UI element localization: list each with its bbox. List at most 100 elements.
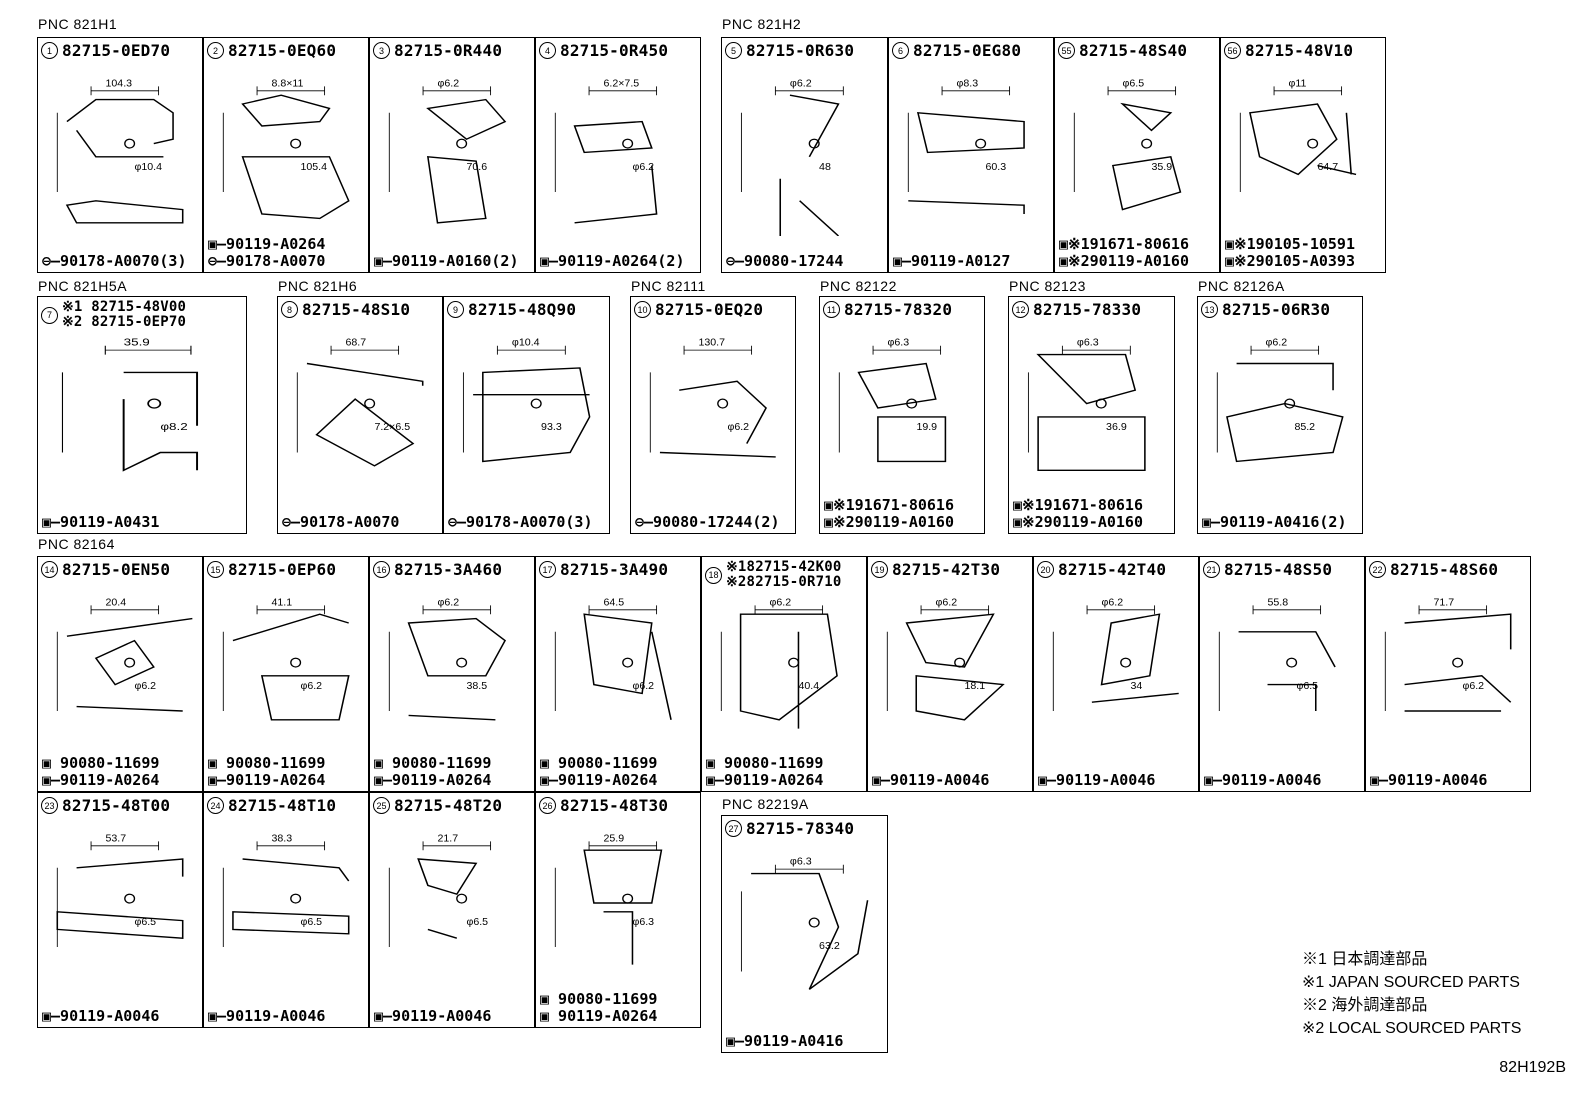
bolt-part-row[interactable]: ▣—90119-A0160(2) bbox=[374, 252, 519, 270]
bolt-part-row[interactable]: ▣※191671-80616 bbox=[1013, 496, 1143, 514]
mount-hole-icon bbox=[124, 138, 136, 149]
bolt-part-row[interactable]: ▣※191671-80616 bbox=[824, 496, 954, 514]
bolt-part-row[interactable]: ▣—90119-A0264 bbox=[208, 771, 326, 789]
bolt-part-row[interactable]: ▣—90119-A0046 bbox=[374, 1007, 492, 1025]
bolt-part-row[interactable]: ▣※191671-80616 bbox=[1059, 235, 1189, 253]
bolt-part-row[interactable]: ▣※190105-10591 bbox=[1225, 235, 1355, 253]
dimension-label: 64.5 bbox=[604, 598, 625, 608]
part-number: 82715-48T00 bbox=[62, 796, 171, 815]
bolt-part-row[interactable]: ▣—90119-A0416(2) bbox=[1202, 513, 1347, 531]
bolt-part-row[interactable]: ▣※290105-A0393 bbox=[1225, 252, 1355, 270]
clip-part-row[interactable]: ⊖—90080-17244(2) bbox=[635, 513, 780, 531]
bolt-part-row[interactable]: ▣—90119-A0046 bbox=[42, 1007, 160, 1025]
bracket-outline bbox=[241, 94, 350, 220]
bracket-drawing: 41.1φ6.2 bbox=[222, 598, 350, 721]
bolt-part-row[interactable]: ▣ 90080-11699 bbox=[208, 754, 326, 772]
callout-number: 10 bbox=[634, 301, 651, 318]
bolt-part-row[interactable]: ▣ 90080-11699 bbox=[540, 754, 658, 772]
dimension-label: 36.9 bbox=[1106, 423, 1127, 434]
bolt-part-row[interactable]: ⊖—90178-A0070 bbox=[208, 252, 326, 270]
bracket-drawing: φ10.493.3 bbox=[462, 338, 591, 463]
bolt-part-row[interactable]: ▣—90119-A0046 bbox=[208, 1007, 326, 1025]
clip-part-row[interactable]: ⊖—90178-A0070(3) bbox=[42, 252, 187, 270]
bolt-part-row[interactable]: ▣ 90080-11699 bbox=[374, 754, 492, 772]
bolt-part-row[interactable]: ▣—90119-A0046 bbox=[1370, 771, 1488, 789]
bolt-part-row[interactable]: ▣—90119-A0264 bbox=[208, 235, 326, 253]
bolt-part-row[interactable]: ▣—90119-A0264(2) bbox=[540, 252, 685, 270]
bracket-outline bbox=[1404, 613, 1512, 712]
bolt-part-row[interactable]: ▣ 90080-11699 bbox=[706, 754, 824, 772]
clip-part-row[interactable]: ⊖—90178-A0070 bbox=[282, 513, 400, 531]
dimension-label: φ6.5 bbox=[1123, 79, 1145, 89]
bracket-drawing: 25.9φ6.3 bbox=[554, 834, 663, 965]
bolt-part-row[interactable]: ▣ 90080-11699 bbox=[540, 990, 658, 1008]
bolt-part-row[interactable]: ▣ 90119-A0264 bbox=[540, 1007, 658, 1025]
bolt-part-row[interactable]: ▣※290119-A0160 bbox=[1059, 252, 1189, 270]
bolt-part-row[interactable]: ▣—90119-A0431 bbox=[42, 513, 160, 531]
bolt-part-row[interactable]: ▣—90119-A0416 bbox=[726, 1032, 844, 1050]
clip-part-row[interactable]: ⊖—90178-A0070(3) bbox=[448, 513, 593, 531]
bolt-part-row[interactable]: ▣—90119-A0264 bbox=[42, 771, 160, 789]
dimension-line bbox=[838, 345, 942, 453]
bolt-part-row[interactable]: ▣※290119-A0160 bbox=[824, 513, 954, 531]
callout-number: 20 bbox=[1037, 561, 1054, 578]
bolt-part-row[interactable]: ▣—90119-A0264 bbox=[540, 771, 658, 789]
clip-part-row[interactable]: ⊖—90080-17244 bbox=[726, 252, 844, 270]
bolt-part-row[interactable]: ▣—90119-A0046 bbox=[872, 771, 990, 789]
bracket-outline bbox=[1226, 362, 1344, 463]
callout-number: 56 bbox=[1224, 42, 1241, 59]
dimension-line bbox=[222, 605, 326, 711]
callout-number: 19 bbox=[871, 561, 888, 578]
part-caption: 7※1 82715-48V00※2 82715-0EP70 bbox=[41, 300, 186, 330]
bolt-part-row[interactable]: ▣—90119-A0046 bbox=[1204, 771, 1322, 789]
bracket-outline bbox=[583, 849, 663, 965]
bolt-part-row[interactable]: ▣※290119-A0160 bbox=[1013, 513, 1143, 531]
dimension-line bbox=[1384, 605, 1488, 711]
dimension-label: 93.3 bbox=[541, 423, 562, 434]
mount-hole-icon bbox=[717, 398, 729, 409]
bolt-part-row[interactable]: ▣—90119-A0127 bbox=[893, 252, 1011, 270]
bolt-part-row[interactable]: ▣—90119-A0264 bbox=[374, 771, 492, 789]
bolt-part-row[interactable]: ▣ 90080-11699 bbox=[42, 754, 160, 772]
group-label: PNC 82126A bbox=[1198, 278, 1285, 294]
bracket-drawing: φ6.240.4 bbox=[720, 598, 838, 729]
bolt-part-row[interactable]: ▣—90119-A0264 bbox=[706, 771, 824, 789]
fastener-list: ⊖—90080-17244 bbox=[726, 253, 843, 270]
fastener-list: ▣ 90080-11699▣—90119-A0264 bbox=[706, 755, 823, 789]
bolt-part-row[interactable]: ▣—90119-A0046 bbox=[1038, 771, 1156, 789]
bracket-outline bbox=[417, 858, 478, 939]
